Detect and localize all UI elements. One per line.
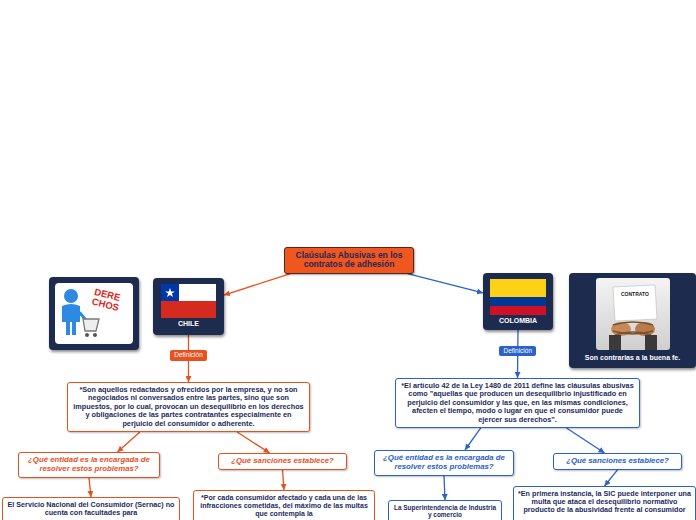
connector <box>283 470 285 490</box>
node-text: *El artículo 42 de la Ley 1480 de 2011 d… <box>401 382 634 424</box>
definition-box: *Son aquellos redactados y ofrecidos por… <box>67 382 310 432</box>
image-card: DERECHOS <box>49 277 139 350</box>
connector <box>89 478 91 497</box>
edge-label: Definición <box>170 350 207 361</box>
edge-label: Definición <box>499 346 536 357</box>
answer-box: El Servicio Nacional del Consumidor (Ser… <box>2 497 180 520</box>
node-text: ¿Qué entidad es la encargada de resolver… <box>379 454 509 472</box>
connector <box>224 274 291 295</box>
node-text: Son contrarias a la buena fe. <box>569 354 696 362</box>
connector <box>237 432 270 453</box>
connector <box>408 274 484 293</box>
node-text: Claúsulas Abusivas en los contratos de a… <box>289 251 409 270</box>
connector <box>117 432 139 452</box>
answer-box: *En primera instancia, la SIC puede inte… <box>513 486 696 520</box>
node-text: ¿Qué sanciones establece? <box>223 457 342 466</box>
node-text: La Superintendencia de Industria y comer… <box>393 504 497 519</box>
question-box: ¿Qué entidad es la encargada de resolver… <box>374 450 514 476</box>
connector <box>465 428 481 450</box>
connector <box>567 428 605 453</box>
definition-box: *El artículo 42 de la Ley 1480 de 2011 d… <box>395 378 640 428</box>
question-box: ¿Qué sanciones establece? <box>553 453 682 470</box>
image-card: Son contrarias a la buena fe. CONTRATO <box>569 273 696 368</box>
question-box: ¿Qué sanciones establece? <box>218 453 347 470</box>
node-text: COLOMBIA <box>483 317 553 325</box>
answer-box: *Por cada consumidor afectado y cada una… <box>193 490 375 520</box>
question-box: ¿Qué entidad es la encargada de resolver… <box>18 452 160 478</box>
node-text: ¿Qué sanciones establece? <box>558 457 677 466</box>
node-text: *En primera instancia, la SIC puede inte… <box>518 490 691 514</box>
node-text: *Por cada consumidor afectado y cada una… <box>198 494 370 518</box>
node-text: El Servicio Nacional del Consumidor (Ser… <box>7 501 175 517</box>
node-text: *Son aquellos redactados y ofrecidos por… <box>73 386 304 428</box>
title-box: Claúsulas Abusivas en los contratos de a… <box>284 247 414 274</box>
node-text: CHILE <box>153 320 224 328</box>
contract-illustration <box>569 273 696 368</box>
country-card: COLOMBIA <box>483 273 553 330</box>
connector <box>605 470 618 486</box>
picture-label: CONTRATO <box>621 292 649 297</box>
node-text: ¿Qué entidad es la encargada de resolver… <box>23 456 155 474</box>
connector <box>444 476 445 500</box>
country-card: CHILE <box>153 278 224 335</box>
rights-illustration <box>49 277 139 350</box>
answer-box: La Superintendencia de Industria y comer… <box>388 500 502 520</box>
